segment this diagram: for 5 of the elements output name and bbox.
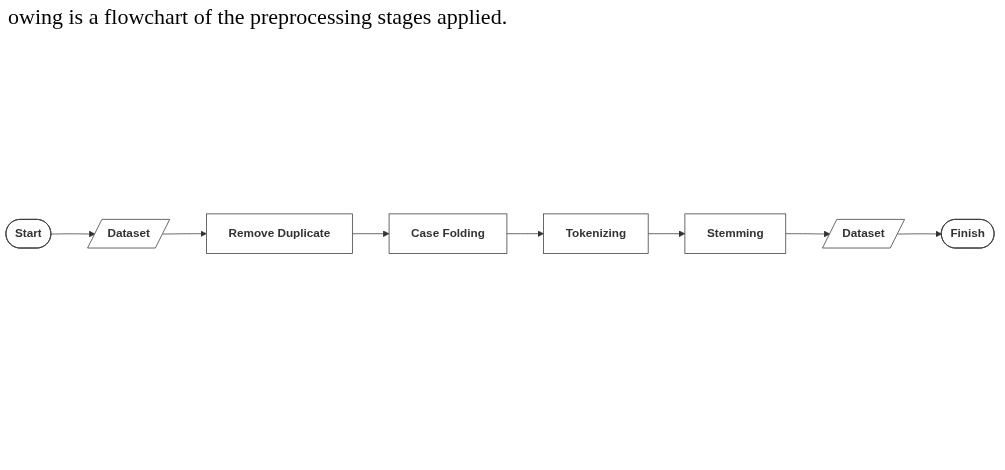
node-box: Remove Duplicate — [206, 213, 353, 255]
intro-text: owing is a flowchart of the preprocessing stages applied. — [7, 3, 509, 31]
node-box: Stemming — [684, 213, 787, 255]
node-box: Tokenizing — [543, 213, 649, 255]
node-box: Case Folding — [388, 213, 508, 255]
